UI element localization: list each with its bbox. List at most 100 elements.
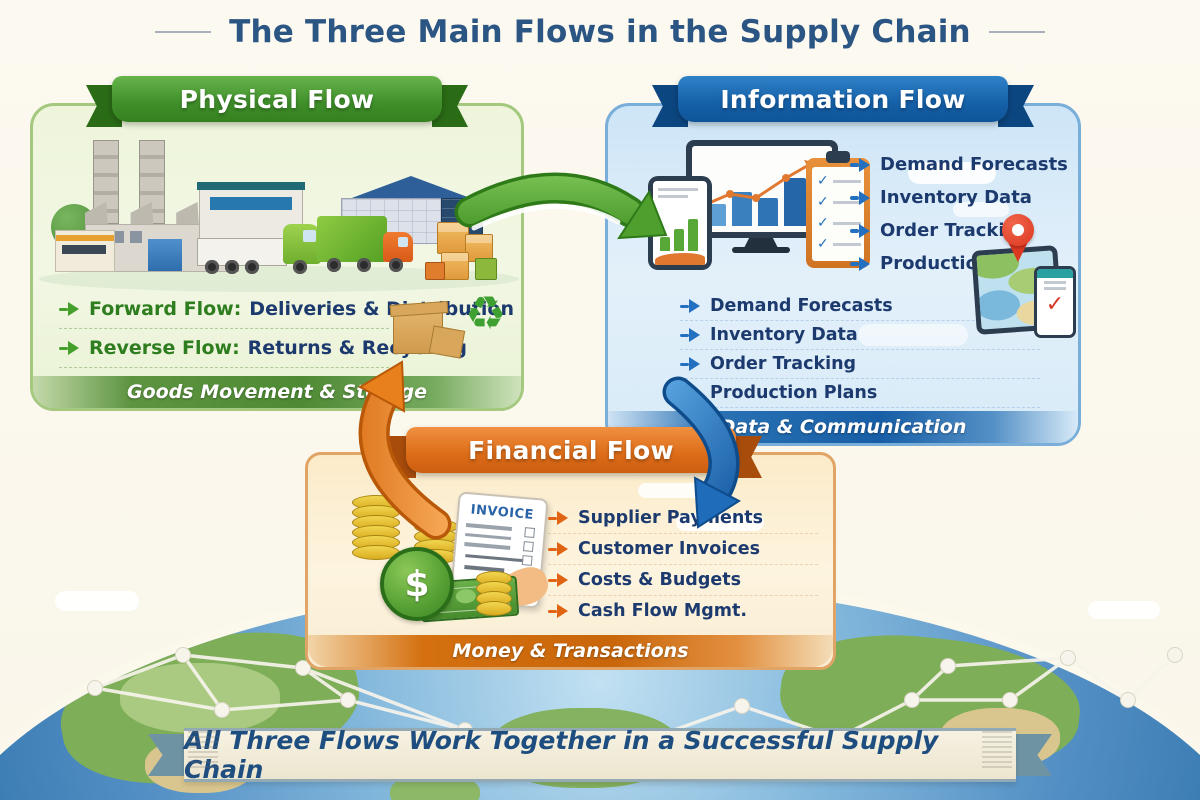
information-flow-title: Information Flow	[720, 84, 966, 114]
cab-window	[303, 230, 316, 242]
pin-dot	[1012, 224, 1024, 236]
cardboard-box-icon	[428, 325, 466, 359]
arrow-bullet-icon	[680, 357, 700, 371]
list-item: Inventory Data	[850, 181, 1070, 214]
factory-door	[148, 239, 182, 271]
cloud-icon	[638, 483, 702, 498]
cloud-icon	[1088, 601, 1160, 619]
wheel-icon	[327, 258, 341, 272]
physical-flow-title: Physical Flow	[179, 84, 375, 114]
list-item: Demand Forecasts	[680, 292, 1040, 321]
checkbox	[522, 541, 534, 552]
information-flow-header-ribbon: Information Flow	[678, 76, 1008, 122]
list-item: Production Plans	[680, 379, 1040, 408]
list-item: Customer Invoices	[548, 534, 818, 565]
physical-flow-footer: Goods Movement & Storage	[33, 376, 521, 408]
item-text: Costs & Budgets	[578, 570, 742, 590]
financial-flow-footer: Money & Transactions	[308, 635, 833, 667]
storage-windows	[210, 197, 292, 210]
map-tracking-illustration: ✓	[971, 214, 1076, 340]
item-text: Production Plans	[710, 383, 878, 403]
crate-top	[438, 223, 468, 232]
arrow-bullet-icon	[59, 302, 79, 316]
cab-window	[398, 237, 408, 247]
clipboard-checklist-icon: ✓ ✓ ✓ ✓	[806, 151, 870, 268]
wave	[655, 253, 705, 265]
bottom-banner: All Three Flows Work Together in a Succe…	[148, 724, 1052, 784]
arrow-bullet-icon	[680, 299, 700, 313]
check-icon: ✓	[817, 236, 829, 252]
list-item: Order Tracking	[850, 214, 1070, 247]
list-item: Forward Flow: Deliveries & Distribution	[59, 290, 514, 329]
wheel-icon	[205, 260, 219, 274]
financial-flow-illustration: INVOICE $	[324, 491, 553, 627]
location-pin-icon	[1008, 242, 1028, 262]
list-item: Demand Forecasts	[850, 148, 1070, 181]
financial-flow-title: Financial Flow	[468, 435, 674, 465]
location-pin-icon	[1002, 214, 1034, 246]
list-item: Costs & Budgets	[548, 565, 818, 596]
check-icon: ✓	[817, 215, 829, 231]
item-text: Demand Forecasts	[710, 296, 893, 316]
arrow-bullet-icon	[850, 157, 870, 172]
tablet-chart-icon	[648, 176, 712, 270]
line	[1044, 281, 1066, 284]
arrow-bullet-icon	[59, 341, 79, 355]
arrow-bullet-icon	[850, 223, 870, 238]
map-water	[976, 288, 1022, 322]
page-title-row: The Three Main Flows in the Supply Chain	[0, 14, 1200, 50]
bar	[688, 219, 698, 251]
financial-flow-header-ribbon: Financial Flow	[406, 427, 736, 473]
information-items-top: Demand Forecasts Inventory Data Order Tr…	[850, 148, 1070, 280]
information-flow-box: Information Flow	[605, 76, 1081, 446]
financial-flow-box: Financial Flow INVOICE	[305, 427, 836, 670]
item-text: Inventory Data	[880, 187, 1032, 208]
information-flow-icons: ✓ ✓ ✓ ✓	[648, 134, 878, 292]
annex-stripe	[56, 235, 114, 241]
recycle-icon: ♻	[465, 286, 507, 340]
financial-items: Supplier Payments Customer Invoices Cost…	[548, 503, 818, 626]
cloud-icon	[55, 591, 139, 611]
wheel-icon	[245, 260, 259, 274]
dollar-coin-icon: $	[380, 547, 454, 621]
list-item: Cash Flow Mgmt.	[548, 596, 818, 626]
item-text: Demand Forecasts	[880, 154, 1068, 175]
cargo-box-icon	[465, 234, 493, 262]
arrow-bullet-icon	[850, 190, 870, 205]
dollar-sign: $	[404, 563, 430, 605]
factory-window	[130, 231, 142, 243]
delivery-truck-cab	[383, 232, 413, 262]
truck-cab-icon	[283, 224, 321, 264]
storage-building	[197, 182, 305, 240]
wheel-icon	[225, 260, 239, 274]
item-text: Deliveries & Distribution	[249, 298, 514, 320]
box-flap	[389, 300, 449, 318]
page-title: The Three Main Flows in the Supply Chain	[229, 14, 971, 50]
item-text: Supplier Payments	[578, 508, 764, 528]
list-item: Supplier Payments	[548, 503, 818, 534]
invoice-label: INVOICE	[470, 502, 535, 523]
check-icon: ✓	[817, 173, 829, 189]
banner-text: All Three Flows Work Together in a Succe…	[184, 726, 939, 784]
wheel-icon	[389, 258, 403, 272]
returns-package-illustration: ♻	[389, 290, 514, 366]
cloud-icon	[953, 202, 1009, 217]
crate-top	[466, 235, 492, 243]
financial-footer-text: Money & Transactions	[452, 640, 689, 662]
title-divider-left	[155, 31, 212, 33]
information-items-bottom: Demand Forecasts Inventory Data Order Tr…	[680, 292, 1040, 408]
physical-flow-header-ribbon: Physical Flow	[112, 76, 442, 122]
bar	[732, 192, 752, 226]
item-text: Customer Invoices	[578, 539, 760, 559]
cargo-box-icon	[441, 252, 469, 280]
list-item: Inventory Data	[680, 321, 1040, 350]
list-item: Reverse Flow: Returns & Recycting	[59, 329, 467, 368]
paper: ✓ ✓ ✓ ✓	[812, 167, 864, 261]
line	[832, 200, 861, 204]
clip	[826, 151, 850, 163]
arrow-bullet-icon	[850, 256, 870, 271]
arrow-bullet-icon	[548, 604, 568, 618]
factory-annex	[55, 230, 115, 272]
line	[832, 221, 861, 225]
item-label: Forward Flow:	[89, 298, 242, 320]
